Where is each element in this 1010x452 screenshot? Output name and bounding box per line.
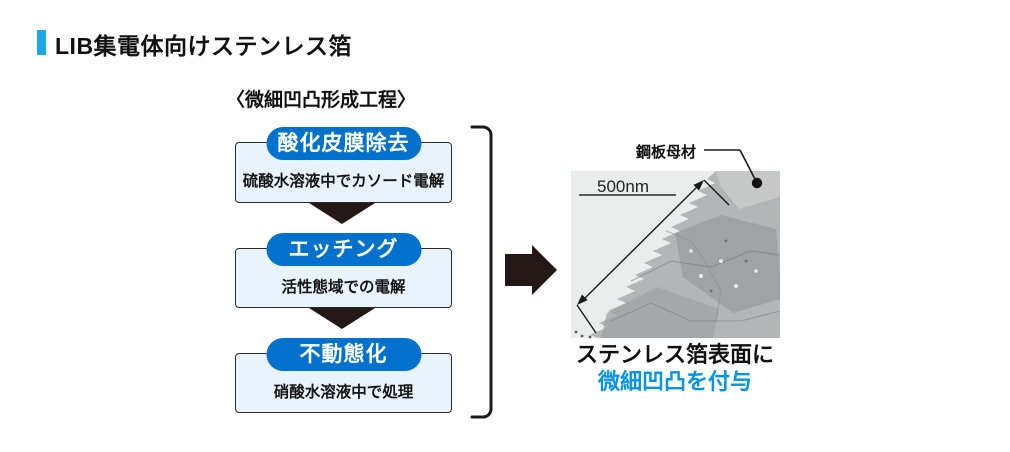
caption-line-2: 微細凹凸を付与 bbox=[597, 369, 752, 394]
page-title: LIB集電体向けステンレス箔 bbox=[55, 33, 353, 59]
step-label-badge: 酸化皮膜除去 bbox=[266, 127, 421, 160]
callout-line bbox=[704, 149, 763, 189]
caption-line-1: ステンレス箔表面に bbox=[575, 342, 774, 367]
step-description: 活性態域での電解 bbox=[281, 279, 406, 296]
step-description: 硝酸水溶液中で処理 bbox=[273, 384, 414, 401]
right-arrow-icon bbox=[505, 245, 557, 295]
step-description: 硫酸水溶液中でカソード電解 bbox=[242, 173, 445, 190]
down-arrow-icon bbox=[309, 308, 375, 329]
title-accent-bar bbox=[37, 30, 46, 55]
process-bracket bbox=[470, 125, 493, 419]
figure-caption: ステンレス箔表面に 微細凹凸を付与 bbox=[565, 341, 785, 395]
process-step-oxide-removal: 酸化皮膜除去 硫酸水溶液中でカソード電解 bbox=[235, 127, 452, 203]
process-step-etching: エッチング 活性態域での電解 bbox=[235, 233, 452, 308]
tem-image: 500nm bbox=[571, 171, 781, 339]
dimension-arrow-icon bbox=[576, 179, 730, 334]
step-label-badge: 不動態化 bbox=[266, 338, 421, 371]
tem-figure: 500nm 鋼板母材 bbox=[571, 143, 781, 339]
down-arrow-icon bbox=[309, 203, 375, 224]
callout-dot bbox=[751, 177, 763, 189]
scale-bar-label: 500nm bbox=[597, 177, 649, 196]
process-step-passivation: 不動態化 硝酸水溶液中で処理 bbox=[235, 338, 452, 413]
material-label: 鋼板母材 bbox=[635, 143, 696, 161]
process-heading: 〈微細凹凸形成工程〉 bbox=[225, 90, 416, 111]
step-label-badge: エッチング bbox=[266, 233, 421, 266]
